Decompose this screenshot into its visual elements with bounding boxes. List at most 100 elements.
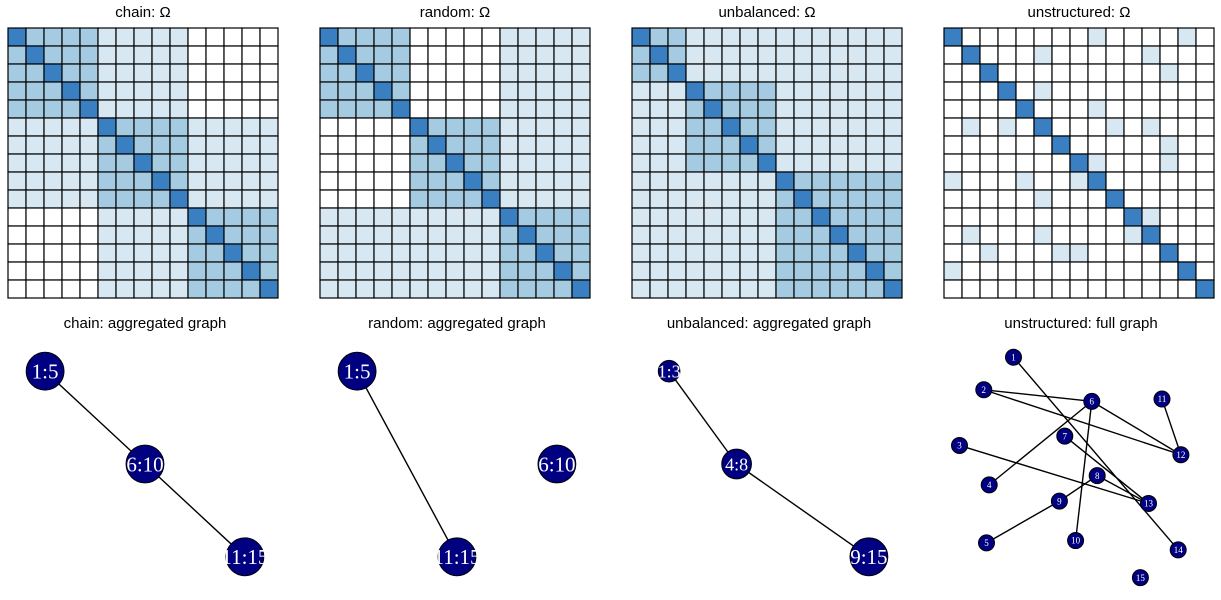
heatmap-cell-10-9 [1087,189,1107,209]
heatmap-cell-15-6 [97,279,117,299]
heatmap-cell-1-3 [667,27,687,47]
heatmap-cell-8-13 [223,153,243,173]
heatmap-cell-14-1 [631,261,651,281]
heatmap-cell-13-2 [961,243,981,263]
heatmap-cell-4-2 [649,81,669,101]
heatmap-cell-14-9 [463,261,483,281]
heatmap-cell-11-3 [979,207,999,227]
heatmap-cell-3-8 [1069,63,1089,83]
heatmap-cell-5-6 [409,99,429,119]
heatmap-cell-13-15 [883,243,903,263]
heatmap-cell-2-9 [463,45,483,65]
network-node-label: 13 [1144,499,1154,509]
heatmap-cell-1-8 [445,27,465,47]
heatmap-cell-7-1 [319,135,339,155]
heatmap-cell-8-14 [553,153,573,173]
heatmap-cell-11-7 [1051,207,1071,227]
heatmap-cell-13-12 [517,243,537,263]
network-node [951,436,968,454]
network-node [25,351,65,391]
heatmap-cell-3-3 [43,63,63,83]
heatmap-cell-5-7 [1051,99,1071,119]
heatmap-cell-7-14 [1177,135,1197,155]
heatmap-cell-3-14 [553,63,573,83]
heatmap-cell-13-3 [355,243,375,263]
heatmap-cell-13-3 [43,243,63,263]
heatmap-cell-5-11 [187,99,207,119]
heatmap-cell-2-1 [7,45,27,65]
heatmap-cell-15-7 [1051,279,1071,299]
heatmap-cell-10-12 [829,189,849,209]
heatmap-cell-10-5 [79,189,99,209]
heatmap-cell-15-14 [241,279,261,299]
heatmap-cell-5-2 [961,99,981,119]
heatmap-cell-15-14 [1177,279,1197,299]
heatmap-cell-9-7 [115,171,135,191]
heatmap-cell-2-1 [943,45,963,65]
heatmap-cell-12-10 [481,225,501,245]
heatmap-cell-15-12 [1141,279,1161,299]
heatmap-cell-1-4 [61,27,81,47]
heatmap-cell-12-5 [391,225,411,245]
heatmap-cell-8-10 [793,153,813,173]
heatmap-cell-15-7 [427,279,447,299]
heatmap-cell-4-14 [241,81,261,101]
heatmap-cell-10-3 [355,189,375,209]
heatmap-cell-7-1 [631,135,651,155]
heatmap-cell-1-2 [25,27,45,47]
heatmap-cell-10-2 [337,189,357,209]
heatmap-cell-4-15 [1195,81,1215,101]
heatmap-cell-12-4 [997,225,1017,245]
heatmap-cell-4-12 [1141,81,1161,101]
heatmap-cell-15-5 [391,279,411,299]
heatmap-cell-1-11 [1123,27,1143,47]
heatmap-cell-14-1 [7,261,27,281]
heatmap-cell-14-4 [61,261,81,281]
heatmap-cell-6-10 [169,117,189,137]
heatmap-cell-4-2 [337,81,357,101]
heatmap-cell-13-13 [223,243,243,263]
heatmap-cell-14-12 [829,261,849,281]
heatmap-cell-5-5 [79,99,99,119]
heatmap-cell-7-7 [739,135,759,155]
heatmap-cell-3-12 [829,63,849,83]
heatmap-cell-1-2 [649,27,669,47]
heatmap-cell-11-7 [739,207,759,227]
heatmap-cell-13-1 [943,243,963,263]
heatmap-cell-12-5 [703,225,723,245]
network-node [1131,569,1149,587]
heatmap-cell-2-2 [337,45,357,65]
heatmap-cell-12-4 [373,225,393,245]
heatmap-cell-1-13 [535,27,555,47]
heatmap-cell-13-13 [1159,243,1179,263]
heatmap-cell-12-2 [961,225,981,245]
network-node [1088,467,1106,485]
heatmap-cell-9-15 [571,171,591,191]
heatmap-cell-1-12 [829,27,849,47]
heatmap-cell-9-6 [409,171,429,191]
heatmap-cell-14-11 [811,261,831,281]
heatmap-cell-8-12 [517,153,537,173]
heatmap-cell-6-3 [979,117,999,137]
heatmap-cell-9-5 [1015,171,1035,191]
heatmap-cell-4-8 [1069,81,1089,101]
heatmap-cell-12-9 [775,225,795,245]
heatmap-cell-6-2 [961,117,981,137]
heatmap-cell-12-12 [205,225,225,245]
heatmap-cell-12-5 [79,225,99,245]
heatmap-cell-14-15 [259,261,279,281]
heatmap-cell-8-10 [169,153,189,173]
heatmap-cell-5-3 [979,99,999,119]
heatmap-cell-15-2 [649,279,669,299]
network-edge [44,370,146,465]
heatmap-cell-7-10 [1105,135,1125,155]
heatmap-title: unstructured: Ω [1028,4,1131,21]
heatmap-cell-3-6 [97,63,117,83]
network-edge [1064,435,1149,504]
heatmap-cell-7-14 [865,135,885,155]
heatmap-cell-8-10 [1105,153,1125,173]
heatmap-cell-13-14 [1177,243,1197,263]
heatmap-cell-13-14 [241,243,261,263]
heatmap-cell-5-4 [685,99,705,119]
heatmap-cell-1-15 [1195,27,1215,47]
